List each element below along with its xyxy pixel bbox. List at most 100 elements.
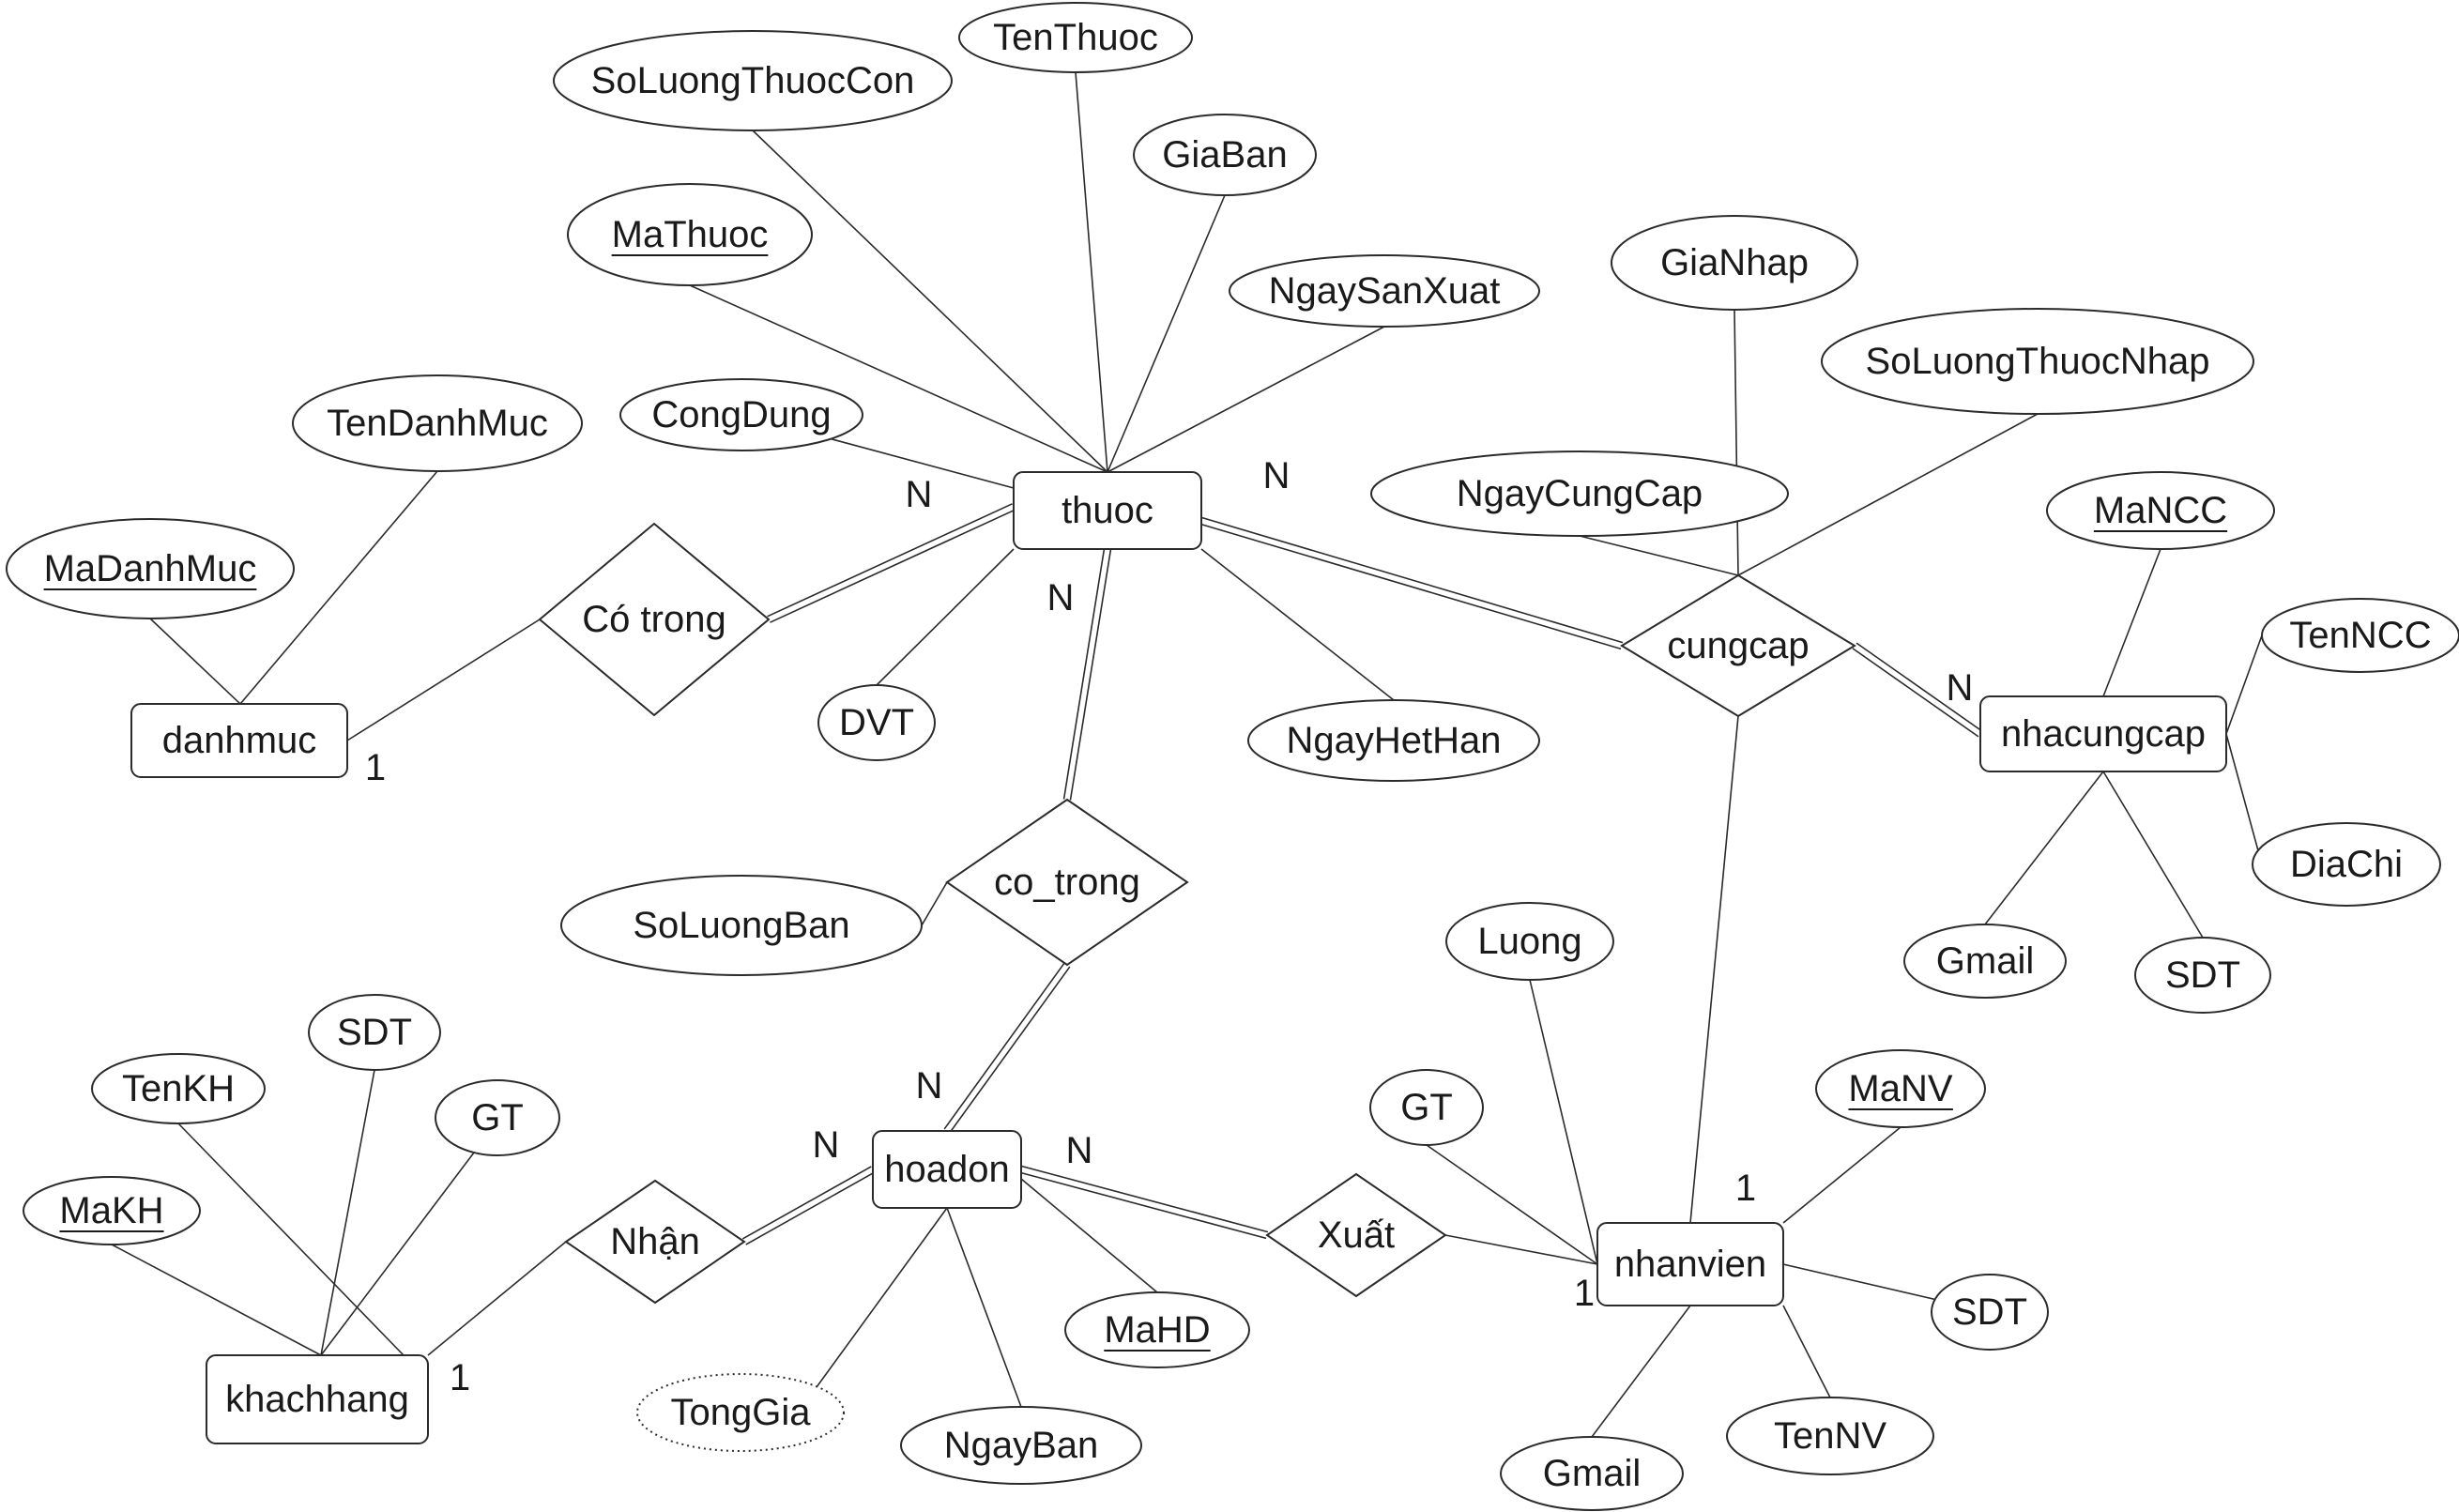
- attribute-label: SoLuongBan: [633, 905, 849, 946]
- relationship-nhan[interactable]: Nhận: [564, 1179, 746, 1305]
- attribute-ngaysanxuat[interactable]: NgaySanXuat: [1229, 254, 1540, 328]
- relationship-co_trong_dm[interactable]: Có trong: [538, 522, 771, 717]
- key-attribute-label: MaNV: [1848, 1068, 1952, 1109]
- cardinality-c10: 1: [1574, 1273, 1595, 1314]
- attribute-ellipse: [435, 1079, 560, 1156]
- connector-line: [1075, 71, 1108, 473]
- attribute-luong[interactable]: Luong: [1445, 902, 1614, 981]
- double-line: [1062, 548, 1106, 800]
- relationship-co_trong_hd[interactable]: co_trong: [945, 798, 1189, 967]
- attribute-sdt_kh[interactable]: SDT: [308, 994, 441, 1071]
- attribute-mathuoc[interactable]: MaThuoc: [567, 183, 813, 286]
- attribute-ellipse: [6, 518, 295, 619]
- attribute-manv[interactable]: MaNV: [1815, 1049, 1986, 1128]
- connector-line: [1782, 1305, 1831, 1398]
- entity-label: danhmuc: [162, 720, 317, 761]
- connector-line: [921, 881, 948, 926]
- connector-line: [320, 1069, 375, 1356]
- entity-label: khachhang: [225, 1379, 409, 1420]
- connector-line: [2225, 733, 2263, 865]
- attribute-mahd[interactable]: MaHD: [1064, 1291, 1250, 1368]
- attribute-sdt_ncc[interactable]: SDT: [2134, 937, 2271, 1014]
- connector-line: [2102, 548, 2161, 697]
- cardinality-c3: N: [1047, 577, 1075, 619]
- attribute-tenncc[interactable]: TenNCC: [2261, 598, 2459, 673]
- attribute-soluongthuoccon[interactable]: SoLuongThuocCon: [553, 30, 953, 131]
- cardinality-c2: N: [1263, 455, 1291, 496]
- attribute-label: NgayBan: [944, 1425, 1099, 1466]
- entity-box: [1979, 695, 2227, 772]
- attribute-label: TenDanhMuc: [327, 403, 548, 444]
- relationship-cungcap[interactable]: cungcap: [1620, 573, 1856, 718]
- attribute-tenthuoc[interactable]: TenThuoc: [958, 2, 1193, 73]
- cardinality-c9: 1: [1735, 1168, 1756, 1209]
- attribute-tennv[interactable]: TenNV: [1726, 1397, 1934, 1475]
- double-line: [1069, 549, 1112, 801]
- attribute-gt_nv[interactable]: GT: [1369, 1069, 1484, 1146]
- entity-label: nhacungcap: [2001, 713, 2206, 755]
- double-line: [1021, 1165, 1269, 1233]
- attribute-ellipse: [567, 183, 813, 286]
- attribute-ngayhethan[interactable]: NgayHetHan: [1247, 699, 1540, 782]
- relationship-xuat[interactable]: Xuất: [1265, 1172, 1447, 1298]
- attribute-ellipse: [1815, 1049, 1986, 1128]
- attribute-giaban[interactable]: GiaBan: [1133, 114, 1317, 196]
- entity-hoadon[interactable]: hoadon: [872, 1130, 1022, 1209]
- attribute-label: Gmail: [1543, 1453, 1641, 1494]
- entity-nhanvien[interactable]: nhanvien: [1596, 1222, 1784, 1306]
- cardinality-c4: 1: [365, 747, 386, 788]
- attribute-label: SDT: [337, 1012, 412, 1053]
- attribute-diachi[interactable]: DiaChi: [2252, 822, 2441, 907]
- attribute-ellipse: [292, 374, 583, 472]
- attribute-madanhmuc[interactable]: MaDanhMuc: [6, 518, 295, 619]
- attribute-label: NgayHetHan: [1286, 720, 1501, 761]
- connector-line: [111, 1244, 322, 1356]
- connector-line: [427, 1241, 567, 1356]
- attribute-soluongthuocnhap[interactable]: SoLuongThuocNhap: [1821, 308, 2254, 415]
- attribute-label: GiaNhap: [1660, 242, 1809, 283]
- attribute-ellipse: [958, 2, 1193, 73]
- attribute-tendanhmuc[interactable]: TenDanhMuc: [292, 374, 583, 472]
- double-line: [1201, 516, 1624, 644]
- connector-line: [1107, 326, 1385, 473]
- relationship-label: cungcap: [1667, 625, 1809, 666]
- attribute-gmail_ncc[interactable]: Gmail: [1903, 924, 2067, 999]
- attribute-sdt_nv[interactable]: SDT: [1931, 1274, 2049, 1351]
- attribute-ngayban[interactable]: NgayBan: [900, 1406, 1142, 1485]
- attribute-ngaycungcap[interactable]: NgayCungCap: [1370, 451, 1789, 537]
- key-attribute-label: MaNCC: [2094, 490, 2227, 531]
- attribute-dvt[interactable]: DVT: [817, 684, 936, 761]
- entity-box: [1013, 471, 1202, 550]
- entity-nhacungcap[interactable]: nhacungcap: [1979, 695, 2227, 772]
- entity-khachhang[interactable]: khachhang: [206, 1354, 429, 1444]
- attribute-congdung[interactable]: CongDung: [619, 378, 863, 451]
- connector-line: [320, 1152, 475, 1356]
- attribute-ellipse: [2252, 822, 2441, 907]
- entity-label: thuoc: [1061, 490, 1153, 531]
- key-attribute-label: MaKH: [59, 1190, 163, 1231]
- attribute-ellipse: [553, 30, 953, 131]
- attribute-ellipse: [1133, 114, 1317, 196]
- attribute-ellipse: [2134, 937, 2271, 1014]
- attribute-soluongban[interactable]: SoLuongBan: [560, 875, 923, 976]
- attribute-tonggia[interactable]: TongGia: [636, 1373, 845, 1452]
- attribute-ellipse: [1903, 924, 2067, 999]
- double-line: [741, 1166, 872, 1240]
- relationship-label: Xuất: [1318, 1214, 1395, 1256]
- relationship-diamond: [538, 522, 771, 717]
- connector-line: [876, 548, 1015, 686]
- entity-thuoc[interactable]: thuoc: [1013, 471, 1202, 550]
- attribute-gianhap[interactable]: GiaNhap: [1611, 215, 1858, 311]
- derived-attribute-ellipse: [636, 1373, 845, 1452]
- attribute-label: SDT: [1952, 1291, 2027, 1333]
- connector-line: [1579, 535, 1739, 576]
- entity-danhmuc[interactable]: danhmuc: [130, 703, 348, 778]
- connector-line: [1200, 548, 1395, 701]
- attribute-mancc[interactable]: MaNCC: [2046, 471, 2275, 550]
- attribute-makh[interactable]: MaKH: [23, 1176, 201, 1245]
- attribute-gt_kh[interactable]: GT: [435, 1079, 560, 1156]
- entity-box: [130, 703, 348, 778]
- attribute-ellipse: [1247, 699, 1540, 782]
- attribute-tenkh[interactable]: TenKH: [91, 1053, 266, 1124]
- attribute-gmail_nv[interactable]: Gmail: [1500, 1436, 1684, 1511]
